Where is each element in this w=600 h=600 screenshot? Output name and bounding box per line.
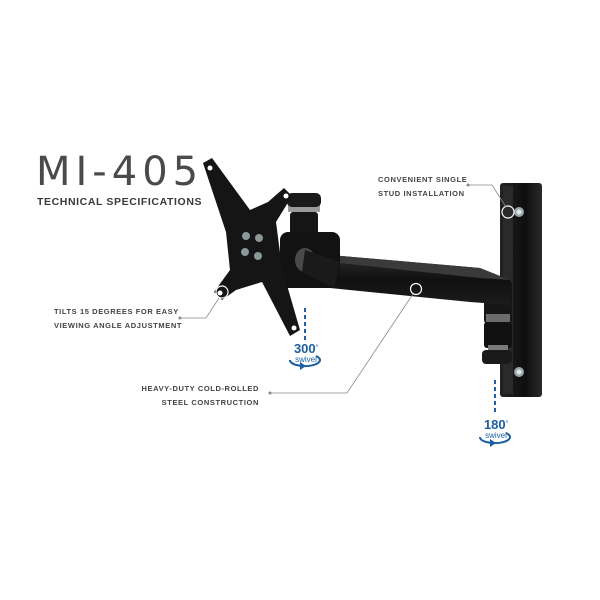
swivel-word: swivel: [485, 431, 507, 440]
swivel-180-label: 180° swivel: [476, 418, 516, 440]
extension-arm: [330, 255, 510, 305]
callout-line-1: TILTS 15 DEGREES FOR EASY: [54, 307, 179, 316]
callout-line-2: STEEL CONSTRUCTION: [161, 397, 259, 407]
callout-line-2: STUD INSTALLATION: [378, 188, 465, 198]
swivel-300-label: 300° swivel: [286, 342, 326, 364]
callout-tilt: TILTS 15 DEGREES FOR EASY VIEWING ANGLE …: [54, 305, 182, 332]
callout-line-2: VIEWING ANGLE ADJUSTMENT: [54, 320, 183, 330]
callout-steel: HEAVY-DUTY COLD-ROLLED STEEL CONSTRUCTIO…: [130, 382, 259, 409]
swivel-300-graphic: [288, 308, 321, 370]
model-title: MI-405: [36, 149, 204, 195]
swivel-word: swivel: [295, 355, 317, 364]
swivel-degrees: 300: [293, 341, 316, 356]
vesa-plate: [203, 158, 300, 336]
swivel-degrees: 180: [483, 417, 506, 432]
swivel-180-graphic: [478, 380, 511, 447]
specs-subtitle: TECHNICAL SPECIFICATIONS: [37, 196, 203, 208]
head-joint: [280, 193, 340, 288]
callout-lines: [180, 184, 507, 394]
callout-stud-installation: CONVENIENT SINGLE STUD INSTALLATION: [378, 173, 467, 200]
callout-line-1: CONVENIENT SINGLE: [378, 175, 468, 184]
stud-marker: [501, 205, 515, 219]
callout-line-1: HEAVY-DUTY COLD-ROLLED: [141, 384, 259, 393]
